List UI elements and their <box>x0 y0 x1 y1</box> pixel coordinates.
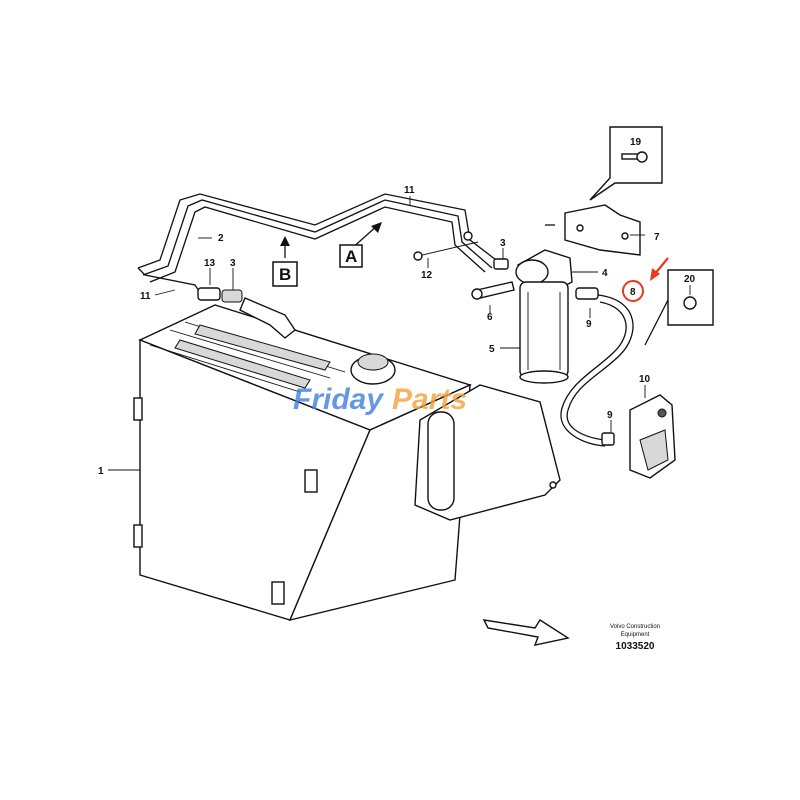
label-part-20: 20 <box>684 274 696 285</box>
label-part-10: 10 <box>639 374 651 385</box>
label-part-19: 19 <box>630 137 642 148</box>
label-part-9-lower: 9 <box>607 410 613 421</box>
sensor-10 <box>601 394 676 479</box>
label-part-3-left: 3 <box>230 258 236 269</box>
watermark: Friday Parts <box>293 383 467 416</box>
label-part-3-right: 3 <box>500 238 506 249</box>
view-marker-b: B <box>272 261 298 287</box>
label-part-4: 4 <box>602 268 608 279</box>
credit-line-1: Volvo Construction <box>610 624 660 630</box>
fuel-filter <box>413 241 599 384</box>
hose-8 <box>560 294 634 447</box>
view-letter-a: A <box>345 247 357 266</box>
fuel-pipes <box>137 193 501 339</box>
part-number-labels: 1 2 3 3 4 5 6 7 9 9 10 11 11 12 13 19 20 <box>98 137 696 477</box>
credit-line-2: Equipment <box>621 632 650 638</box>
highlight-part-8: 8 <box>622 280 644 302</box>
label-part-6: 6 <box>487 312 493 323</box>
view-letter-b: B <box>279 265 291 284</box>
label-part-5: 5 <box>489 344 495 355</box>
view-marker-a: A <box>339 244 363 268</box>
mounting-bracket <box>414 384 561 521</box>
label-part-11-top: 11 <box>404 185 415 196</box>
label-part-1: 1 <box>98 466 104 477</box>
label-part-12: 12 <box>421 270 433 281</box>
label-part-2: 2 <box>218 233 224 244</box>
label-part-9-upper: 9 <box>586 319 592 330</box>
callout-box-19 <box>589 126 663 201</box>
doc-number: 1033520 <box>616 641 655 652</box>
bracket-7 <box>564 204 641 256</box>
watermark-text-2: Parts <box>392 383 467 416</box>
watermark-text-1: Friday <box>293 383 384 416</box>
highlight-arrow-head <box>650 268 660 281</box>
callout-box-20 <box>644 269 714 346</box>
label-part-11-left: 11 <box>140 291 151 302</box>
label-part-13: 13 <box>204 258 216 269</box>
direction-arrow <box>482 619 570 646</box>
label-part-7: 7 <box>654 232 660 243</box>
leader-lines <box>108 196 691 471</box>
credit-block: Volvo Construction Equipment 1033520 <box>610 624 660 652</box>
label-part-8: 8 <box>630 287 636 298</box>
